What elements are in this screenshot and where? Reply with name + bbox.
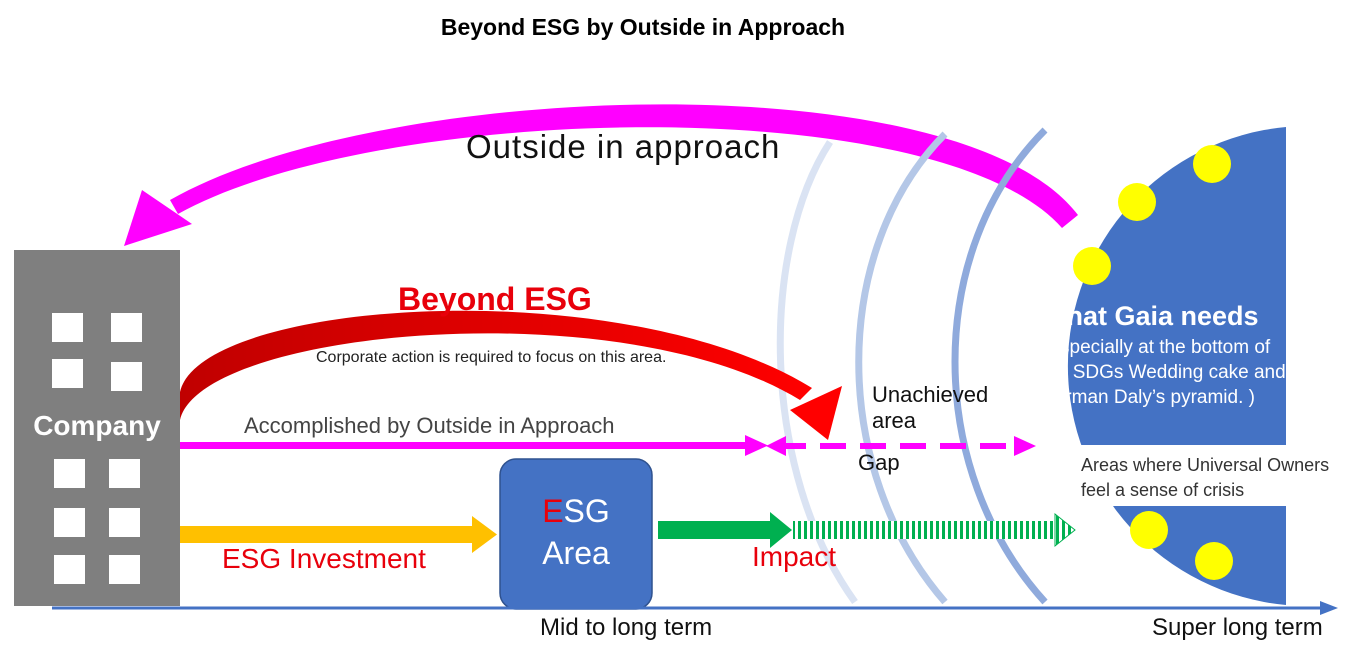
window-icon <box>52 359 83 388</box>
super-long-term-label: Super long term <box>1152 614 1323 641</box>
esg-investment-arrow <box>180 526 474 543</box>
company-building-icon <box>14 250 180 606</box>
gap-arrowhead-left <box>766 436 786 456</box>
accomplished-label: Accomplished by Outside in Approach <box>244 413 615 438</box>
window-icon <box>109 459 140 488</box>
corporate-action-note: Corporate action is required to focus on… <box>316 349 667 366</box>
esg-area-line2: Area <box>542 535 610 571</box>
impact-label: Impact <box>752 541 837 572</box>
impact-arrowhead <box>770 512 792 548</box>
outside-in-arrow <box>170 104 1078 228</box>
window-icon <box>54 508 85 537</box>
esg-area-e-letter: E <box>542 493 564 529</box>
arc-1 <box>776 140 858 605</box>
time-axis-arrowhead <box>1320 601 1338 615</box>
sun-dot-icon <box>1195 542 1233 580</box>
diagram-title: Beyond ESG by Outside in Approach <box>440 14 846 40</box>
impact-arrow <box>658 521 773 539</box>
universal-owners-label: Areas where Universal Owners feel a sens… <box>1081 455 1330 500</box>
window-icon <box>109 555 140 584</box>
company-label: Company <box>33 410 161 441</box>
sun-dot-icon <box>1073 247 1111 285</box>
unachieved-area-label: Unachieved area <box>872 382 989 433</box>
window-icon <box>111 313 142 342</box>
esg-area-label: ESG Area <box>500 490 652 574</box>
accomplished-arrowhead <box>745 435 768 456</box>
esg-investment-arrowhead <box>472 516 497 553</box>
arc-2 <box>855 131 948 605</box>
accomplished-line <box>180 442 750 449</box>
gaia-needs-title: What Gaia needs <box>1041 301 1259 331</box>
universal-owners-box <box>1071 445 1356 506</box>
outside-in-label: Outside in approach <box>466 128 781 165</box>
arc-3 <box>951 127 1048 605</box>
building-windows <box>52 313 142 584</box>
impact-striped-arrowhead <box>1054 512 1076 548</box>
sun-dot-icon <box>1118 183 1156 221</box>
window-icon <box>54 555 85 584</box>
sun-dot-icon <box>1193 145 1231 183</box>
window-icon <box>54 459 85 488</box>
sun-dot-icon <box>1130 511 1168 549</box>
window-icon <box>109 508 140 537</box>
outside-in-arrowhead <box>124 190 192 246</box>
window-icon <box>111 362 142 391</box>
beyond-esg-label: Beyond ESG <box>398 281 592 317</box>
gaia-needs-description: (Especially at the bottom of the SDGs We… <box>1041 337 1286 408</box>
gap-arrowhead-right <box>1014 436 1036 456</box>
esg-investment-label: ESG Investment <box>222 543 426 574</box>
gap-label: Gap <box>858 450 900 475</box>
window-icon <box>52 313 83 342</box>
mid-long-term-label: Mid to long term <box>540 614 713 641</box>
beyond-esg-arrowhead <box>790 386 842 440</box>
impact-striped-arrow <box>793 521 1055 539</box>
beyond-esg-arrow <box>180 310 812 420</box>
esg-area-sg-letters: SG <box>563 493 610 529</box>
